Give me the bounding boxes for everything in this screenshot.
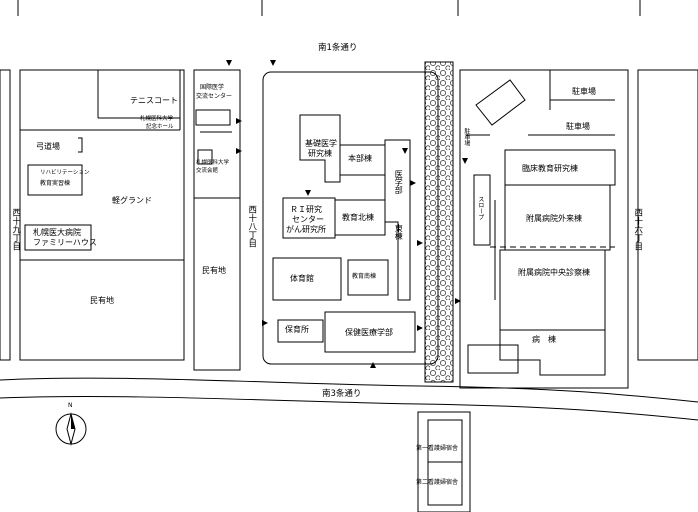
rehab-building [27, 164, 83, 196]
parking-label-3: 駐車場 [462, 128, 470, 146]
parking-label-2: 駐車場 [566, 122, 590, 131]
honbu-label: 本部棟 [348, 154, 372, 163]
entrance-canopy [475, 79, 526, 126]
private-land-west-label: 民有地 [90, 296, 114, 305]
road-south1-label: 南1条通り [318, 43, 358, 53]
dorm2-label: 第二看護婦宿舎 [416, 479, 459, 486]
slope-structure [473, 174, 491, 246]
compass-north-label: N [68, 402, 73, 409]
parking-label-1: 駐車場 [572, 87, 596, 96]
ri-center-label-3: がん研究所 [286, 225, 326, 234]
basic-research-building [299, 114, 341, 183]
gym-label: 体育館 [290, 274, 314, 283]
road-south3-label: 南3条通り [322, 389, 362, 399]
med-dept-label: 医学部 [394, 170, 404, 194]
south3-road-north-edge [0, 377, 698, 403]
central-building [499, 249, 606, 331]
family-house-label-1: 札幌医大病院 [33, 228, 81, 237]
health-sci-building [324, 311, 416, 353]
family-house-label-2: ファミリーハウス [33, 238, 97, 247]
club-house-label-2: 交流会館 [196, 168, 219, 174]
east-block-outline [637, 69, 698, 361]
entrance-arrows [226, 60, 468, 368]
ward-building [499, 329, 606, 376]
kyudo-label: 弓道場 [36, 142, 60, 151]
hospital-block-outline [459, 69, 629, 389]
parking-lot-south [467, 344, 519, 374]
edu-north-label: 教育北棟 [342, 213, 374, 222]
central-label: 附属病院中央診察棟 [518, 268, 590, 277]
memorial-hall [195, 109, 231, 126]
ri-center-label-1: ＲＩ研究 [290, 205, 322, 214]
tree-strip [424, 61, 454, 383]
road-west19-label: 西十九丁目 [10, 208, 21, 251]
health-sci-label: 保健医療学部 [345, 328, 393, 337]
basic-research-label-1: 基礎医学 [305, 139, 337, 148]
club-house-label-1: 札幌医科大学 [196, 160, 230, 166]
edu-north-building [334, 199, 386, 236]
edu-south-building [347, 259, 389, 296]
east-wing-label: 東棟 [394, 224, 404, 240]
intl-center-label-1: 国際医学 [200, 84, 225, 91]
south3-road-south-edge [0, 396, 698, 421]
family-house-building [24, 224, 92, 251]
rehab-label-2: 教育実習棟 [40, 180, 71, 187]
dorm1-label: 第一看護婦宿舎 [416, 445, 459, 452]
compass-rose [55, 412, 87, 446]
dorm-block-outline [417, 411, 471, 512]
intl-center-label-2: 交流センター [196, 93, 233, 100]
medical-dept-building [384, 139, 411, 301]
rehab-label-1: リハビリテーション [40, 170, 90, 176]
ri-center-label-2: センター [292, 215, 324, 224]
ground-label: 軽グランド [112, 196, 152, 205]
outpatient-label: 附属病院外来棟 [526, 214, 582, 223]
ward-label: 病 棟 [532, 335, 556, 344]
dorm-buildings [427, 419, 463, 506]
nursery-building [277, 319, 324, 343]
private-land-middle-label: 民有地 [202, 266, 226, 275]
west-block-outline [19, 69, 185, 361]
tennis-court-label: テニスコート [130, 96, 178, 105]
memorial-hall-label-2: 記念ホール [146, 124, 174, 130]
middle-block-outline [193, 69, 241, 371]
nursery-label: 保育所 [285, 325, 309, 334]
kyudo-shape [78, 137, 83, 153]
slope-label: スロープ [476, 196, 484, 220]
memorial-hall-label-1: 札幌医科大学 [140, 116, 174, 122]
gym-building [272, 257, 342, 301]
clinical-label: 臨床教育研究棟 [522, 164, 578, 173]
basic-research-label-2: 研究棟 [308, 149, 332, 158]
road-west18-label: 西十八丁目 [246, 205, 257, 248]
road-west16-label: 西十六丁目 [632, 208, 643, 251]
edu-south-label: 教育南棟 [352, 273, 377, 280]
